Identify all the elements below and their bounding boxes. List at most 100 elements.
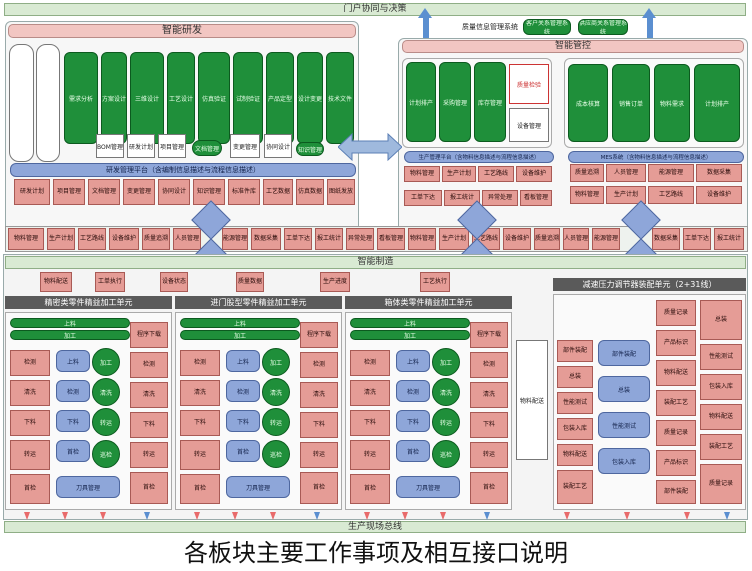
strip-cell: 物料管理 [408, 228, 436, 250]
unit-red-cell: 检测 [300, 352, 338, 378]
unit-blue-box: 检测 [396, 380, 430, 402]
rd-green-block: 产品定型 [266, 52, 294, 144]
assembly-blue-box: 包装入库 [598, 448, 650, 474]
rd-green-block: 工艺设计 [167, 52, 195, 144]
rd-mid-box: BOM管理 [96, 134, 124, 158]
strip-cell: 能源管理 [592, 228, 620, 250]
unit-blue-box: 检测 [226, 380, 260, 402]
mgmt-red-cell: 生产计划 [606, 186, 646, 204]
strip-cell: 人员管理 [173, 228, 201, 250]
strip-cell: 数据采集 [251, 228, 281, 250]
unit-red-cell: 转运 [10, 440, 50, 470]
strip-cell: 质量追溯 [142, 228, 170, 250]
unit-red-cell: 下料 [300, 412, 338, 438]
unit-red-cell: 下料 [10, 410, 50, 436]
unit-red-cell: 转运 [350, 440, 390, 470]
rd-green-block: 方案设计 [101, 52, 127, 144]
unit-red-cell: 清洗 [470, 382, 508, 408]
unit-red-cell: 程序下载 [470, 322, 508, 348]
rd-red-cell: 协同设计 [158, 179, 190, 205]
rd-green-block: 设计变更 [297, 52, 323, 144]
unit-red-cell: 程序下载 [130, 322, 168, 348]
unit-red-cell: 清洗 [350, 380, 390, 406]
rd-mid-oval: 文档管理 [192, 140, 222, 156]
unit-red-cell: 检测 [470, 352, 508, 378]
unit-blue-box: 刀具管理 [56, 476, 120, 498]
up-arrow-icon [642, 8, 656, 18]
unit-green-circle: 清洗 [432, 378, 460, 406]
unit-red-cell: 下料 [130, 412, 168, 438]
unit-red-cell: 检测 [180, 350, 220, 376]
mgmt-green-block: 物料需求 [654, 64, 690, 142]
rd-red-cell: 图纸发放 [327, 179, 355, 205]
mgmt-red-cell: 数据采集 [696, 164, 742, 182]
unit-green-circle: 加工 [92, 348, 120, 376]
unit-blue-box: 刀具管理 [226, 476, 290, 498]
mgmt-panel-title: 智能管控 [402, 40, 744, 53]
strip-cell: 人员管理 [563, 228, 589, 250]
unit-blue-box: 首检 [226, 440, 260, 462]
assembly-red-cell: 包装入库 [557, 418, 593, 440]
strip-cell: 设备维护 [503, 228, 531, 250]
mfg-middle-column: 物料配送 [516, 340, 548, 460]
unit-green-circle: 巡检 [432, 440, 460, 468]
mfg-top-cell: 物料配送 [40, 272, 72, 292]
unit-blue-box: 上料 [396, 350, 430, 372]
mgmt-red-cell: 工艺路线 [648, 186, 694, 204]
assembly-header: 减速压力调节器装配单元（2+31线） [553, 278, 746, 291]
unit-red-cell: 下料 [180, 410, 220, 436]
unit-green-bar: 上料 [350, 318, 470, 328]
unit-red-cell: 首检 [350, 474, 390, 504]
strip-cell: 生产计划 [439, 228, 469, 250]
assembly-red-cell: 部件装配 [656, 480, 696, 504]
unit-green-bar: 加工 [350, 330, 470, 340]
unit-blue-box: 检测 [56, 380, 90, 402]
unit-red-cell: 程序下载 [300, 322, 338, 348]
assembly-red-cell: 物料配送 [656, 360, 696, 386]
unit-green-circle: 转运 [262, 408, 290, 436]
assembly-red-cell: 总装 [557, 366, 593, 388]
unit-green-bar: 加工 [10, 330, 130, 340]
bus-arrows [24, 512, 730, 520]
up-arrow-icon [647, 18, 653, 40]
rd-red-cell: 工艺数据 [263, 179, 293, 205]
diagram-caption: 各板块主要工作事项及相互接口说明 [184, 539, 568, 567]
unit-green-circle: 加工 [432, 348, 460, 376]
bidirectional-arrow-icon [338, 132, 402, 162]
rd-red-cell: 研发计划 [14, 179, 50, 205]
rd-mid-box: 研发计划 [127, 134, 155, 158]
unit-red-cell: 首检 [180, 474, 220, 504]
assembly-red-cell: 性能测试 [557, 392, 593, 414]
rd-green-block: 技术文件 [326, 52, 354, 144]
unit-red-cell: 转运 [180, 440, 220, 470]
mfg-panel-title: 智能制造 [5, 256, 746, 269]
strip-cell: 工艺路线 [78, 228, 106, 250]
mgmt-red-cell: 物料管理 [570, 186, 604, 204]
assembly-red-cell: 包装入库 [700, 374, 742, 400]
rd-green-block: 仿真验证 [198, 52, 230, 144]
mfg-top-cell: 工单执行 [95, 272, 125, 292]
assembly-blue-box: 部件装配 [598, 340, 650, 366]
rd-mid-box: 变更管理 [230, 134, 260, 158]
assembly-red-cell: 质量记录 [656, 300, 696, 326]
assembly-blue-box: 总装 [598, 376, 650, 402]
mgmt-red-cell: 物料管理 [404, 166, 440, 182]
mgmt-green-block: 成本核算 [568, 64, 608, 142]
up-arrow-icon [418, 8, 432, 18]
strip-cell: 报工统计 [315, 228, 343, 250]
unit-red-cell: 转运 [300, 442, 338, 468]
strip-cell: 报工统计 [714, 228, 744, 250]
unit-red-cell: 清洗 [10, 380, 50, 406]
srm-box: 供应商关系管理系统 [578, 19, 628, 35]
mgmt-red-cell: 设备维护 [696, 186, 742, 204]
unit-green-bar: 上料 [180, 318, 300, 328]
unit-blue-box: 刀具管理 [396, 476, 460, 498]
unit-blue-box: 上料 [226, 350, 260, 372]
unit-green-circle: 转运 [432, 408, 460, 436]
unit-blue-box: 下料 [226, 410, 260, 432]
rd-green-block: 三维设计 [130, 52, 164, 144]
unit-red-cell: 检测 [350, 350, 390, 376]
rd-red-cell: 项目管理 [53, 179, 85, 205]
mfg-top-cell: 工艺执行 [420, 272, 450, 292]
unit-green-circle: 巡检 [262, 440, 290, 468]
